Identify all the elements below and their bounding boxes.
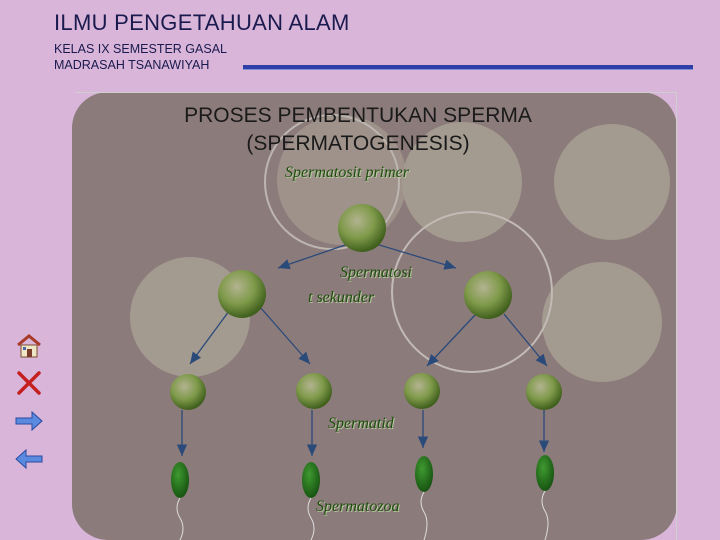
slide-heading-subtitle: (SPERMATOGENESIS) [246,132,470,155]
arrow-left-icon [15,448,43,470]
app-title: ILMU PENGETAHUAN ALAM [54,10,350,35]
cell-spermatozoa [171,455,554,540]
panel-background [72,92,677,540]
class-subtitle: KELAS IX SEMESTER GASAL [54,42,227,56]
school-subtitle: MADRASAH TSANAWIYAH [54,58,210,72]
close-icon [17,371,41,395]
label-spermatosit-sekunder-line1: Spermatosi [340,264,412,281]
spermatogenesis-diagram [72,92,677,540]
home-button[interactable] [14,333,44,359]
next-button[interactable] [14,408,44,434]
slide-panel [72,92,677,540]
division-arrows [176,243,550,456]
cell-spermatosit-sekunder [218,270,512,319]
arrow-right-icon [15,410,43,432]
label-spermatozoa: Spermatozoa [316,498,400,515]
cell-spermatosit-primer [338,204,386,252]
close-button[interactable] [14,370,44,396]
header-divider [243,65,693,70]
cell-spermatid [170,373,562,410]
label-spermatid: Spermatid [328,415,394,432]
home-icon [17,334,41,358]
label-spermatosit-sekunder-line2: t sekunder [308,289,375,306]
label-spermatosit-primer: Spermatosit primer [285,164,409,181]
previous-button[interactable] [14,446,44,472]
slide-heading: PROSES PEMBENTUKAN SPERMA [184,104,532,127]
